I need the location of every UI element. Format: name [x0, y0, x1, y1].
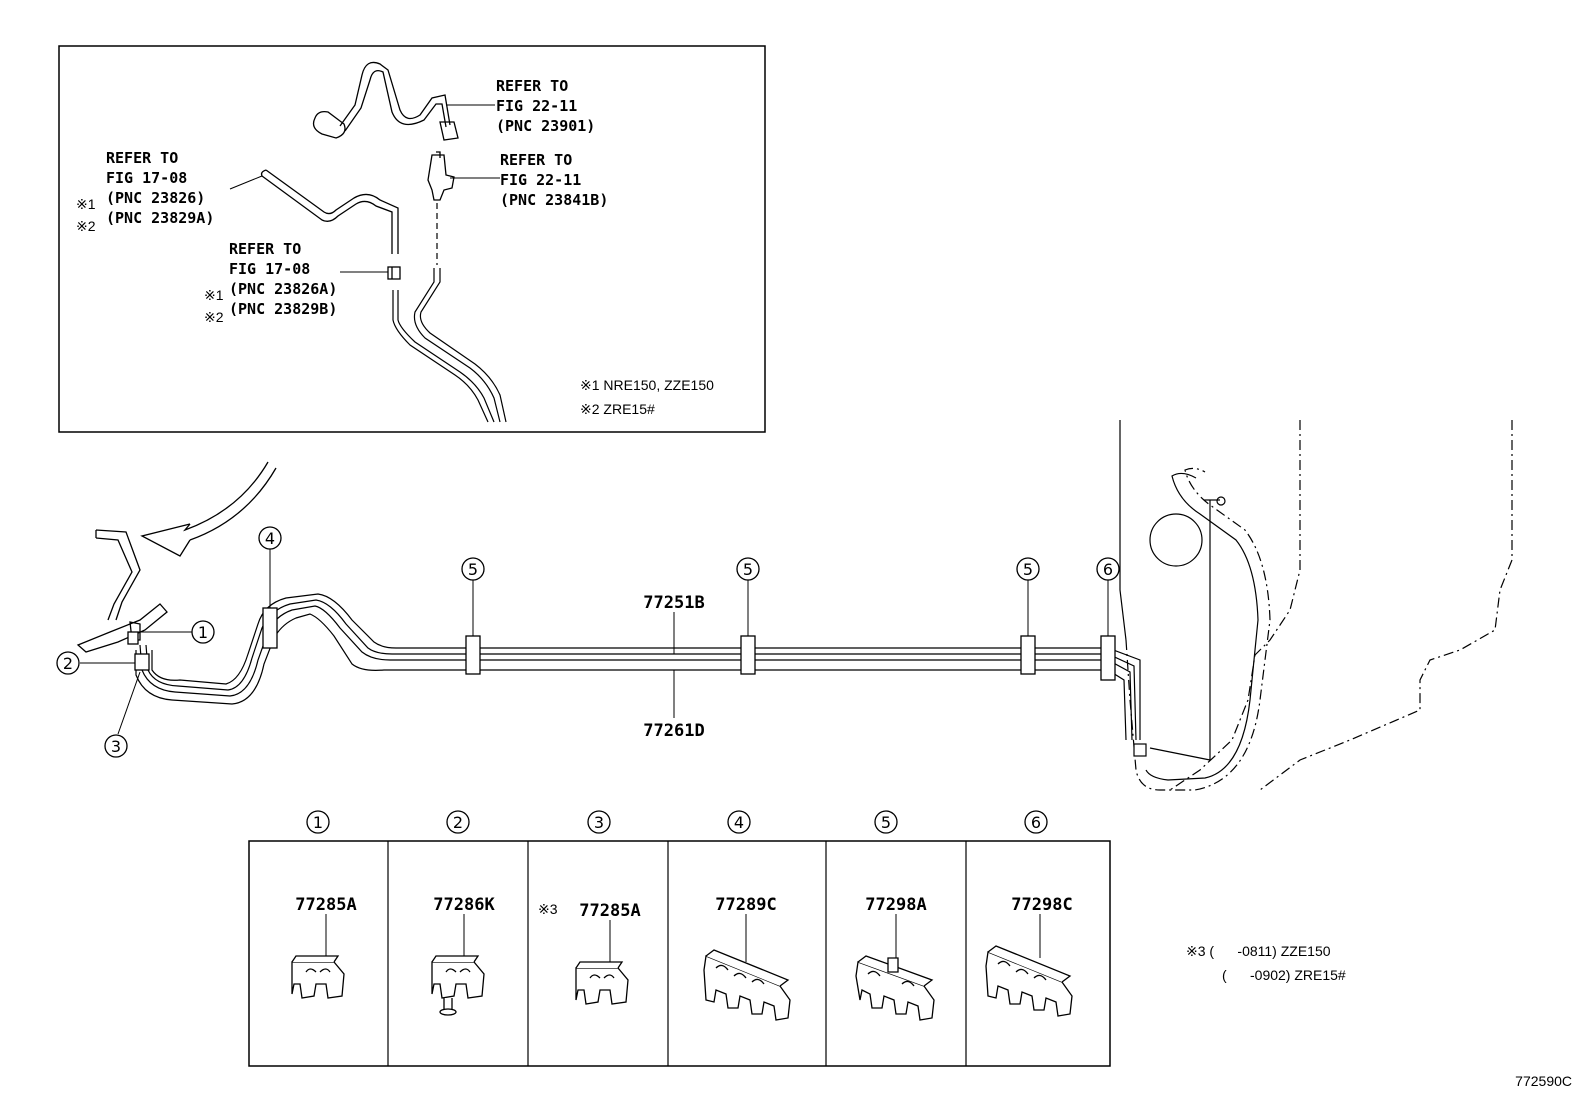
fuel-hose-left	[260, 169, 399, 254]
fuel-pipes-inset	[392, 268, 507, 423]
clamp-6-icon	[985, 945, 1073, 1017]
callout-6: 6	[1096, 557, 1120, 581]
svg-text:6: 6	[1031, 813, 1041, 832]
svg-text:1: 1	[313, 813, 323, 832]
refer-23841b-line1: REFER TO	[500, 151, 572, 169]
refer-23841b-line3: (PNC 23841B)	[500, 191, 608, 209]
refer-23826-line2: FIG 17-08	[106, 169, 187, 187]
table-header-6: 6	[1024, 810, 1048, 834]
left-hose-assembly	[76, 529, 168, 653]
refer-23826a-line2: FIG 17-08	[229, 260, 310, 278]
inset-frame	[58, 45, 766, 433]
table-header-4: 4	[727, 810, 751, 834]
svg-text:5: 5	[881, 813, 891, 832]
detail-arrow	[140, 461, 277, 557]
svg-text:4: 4	[734, 813, 744, 832]
note-2: ※2 ZRE15#	[580, 401, 655, 417]
note-3-line2: ( -0902) ZRE15#	[1222, 967, 1346, 983]
table-header-5: 5	[874, 810, 898, 834]
svg-text:3: 3	[111, 737, 121, 756]
cell-part-4: 77289C	[715, 895, 776, 915]
clamp-5b-marker	[740, 635, 756, 675]
clamp-2-icon	[431, 955, 485, 1016]
clamp-markers	[127, 607, 1116, 681]
cell-part-2: 77286K	[433, 895, 495, 915]
clamp-1-marker	[127, 631, 139, 645]
refer-23901-line2: FIG 22-11	[496, 97, 577, 115]
callout-5c: 5	[1016, 557, 1040, 581]
cell-mark-3: ※3	[538, 901, 558, 917]
clamp-table: 1 2 3 4 5 6 77285A 77286K	[248, 810, 1111, 1067]
mark-1-a: ※1	[76, 196, 96, 212]
cell-part-3: 77285A	[579, 901, 640, 921]
inset-detail: REFER TO FIG 22-11 (PNC 23901) REFER TO …	[58, 45, 766, 433]
clamp-2-marker	[134, 653, 150, 671]
refer-23826a-line4: (PNC 23829B)	[229, 300, 337, 318]
refer-23826-line3: (PNC 23826)	[106, 189, 205, 207]
svg-text:6: 6	[1103, 560, 1113, 579]
callout-1: 1	[191, 620, 215, 644]
svg-text:5: 5	[1023, 560, 1033, 579]
refer-23901-line1: REFER TO	[496, 77, 568, 95]
refer-label-23826a: REFER TO FIG 17-08 ※1 (PNC 23826A) ※2 (P…	[204, 240, 337, 325]
clamp-5c-marker	[1020, 635, 1036, 675]
clamp-4-marker	[262, 607, 278, 649]
fuel-connector	[427, 151, 455, 201]
refer-23826a-line3: (PNC 23826A)	[229, 280, 337, 298]
hose-clamp-small	[387, 266, 401, 280]
clamp-6-marker	[1100, 635, 1116, 681]
callout-5b: 5	[736, 557, 760, 581]
cell-part-5: 77298A	[865, 895, 926, 915]
callout-circles: 1 2 3 4 5 5 5 6	[56, 526, 1120, 758]
clamp-5-icon	[855, 955, 935, 1021]
part-number-77251b: 77251B	[643, 593, 704, 613]
svg-text:4: 4	[265, 529, 275, 548]
refer-23841b-line2: FIG 22-11	[500, 171, 581, 189]
clamp-3-icon	[575, 961, 629, 1005]
refer-23826-line4: (PNC 23829A)	[106, 209, 214, 227]
part-number-77261d: 77261D	[643, 721, 704, 741]
table-header-2: 2	[446, 810, 470, 834]
table-header-1: 1	[306, 810, 330, 834]
table-header-3: 3	[587, 810, 611, 834]
refer-23901-line3: (PNC 23901)	[496, 117, 595, 135]
refer-label-23841b: REFER TO FIG 22-11 (PNC 23841B)	[500, 151, 608, 209]
fuel-tank-outline	[1119, 420, 1513, 791]
cell-part-6: 77298C	[1011, 895, 1072, 915]
refer-23826a-line1: REFER TO	[229, 240, 301, 258]
note-1: ※1 NRE150, ZZE150	[580, 377, 714, 393]
table-frame	[248, 840, 1111, 1067]
svg-text:2: 2	[453, 813, 463, 832]
figure-id: 772590C	[1515, 1073, 1572, 1089]
leader-23826	[229, 175, 263, 190]
svg-text:5: 5	[743, 560, 753, 579]
callout-leaders	[80, 548, 1109, 735]
svg-text:2: 2	[63, 654, 73, 673]
callout-2: 2	[56, 651, 80, 675]
mark-1-b: ※1	[204, 287, 224, 303]
refer-label-23901: REFER TO FIG 22-11 (PNC 23901)	[496, 77, 595, 135]
svg-text:1: 1	[198, 623, 208, 642]
clamp-1-icon	[291, 955, 345, 999]
mark-2-b: ※2	[204, 309, 224, 325]
clamp-4-icon	[703, 949, 791, 1021]
refer-23826-line1: REFER TO	[106, 149, 178, 167]
fuel-hose-upper	[312, 61, 459, 141]
svg-text:3: 3	[594, 813, 604, 832]
callout-4: 4	[258, 526, 282, 550]
fuel-pipe-main	[135, 593, 1141, 741]
mark-2-a: ※2	[76, 218, 96, 234]
clamp-5a-marker	[465, 635, 481, 675]
cell-part-1: 77285A	[295, 895, 356, 915]
callout-3: 3	[104, 734, 128, 758]
callout-5a: 5	[461, 557, 485, 581]
refer-label-23826: REFER TO FIG 17-08 ※1 (PNC 23826) ※2 (PN…	[76, 149, 214, 234]
note-3-line1: ※3 ( -0811) ZZE150	[1186, 943, 1331, 959]
svg-text:5: 5	[468, 560, 478, 579]
